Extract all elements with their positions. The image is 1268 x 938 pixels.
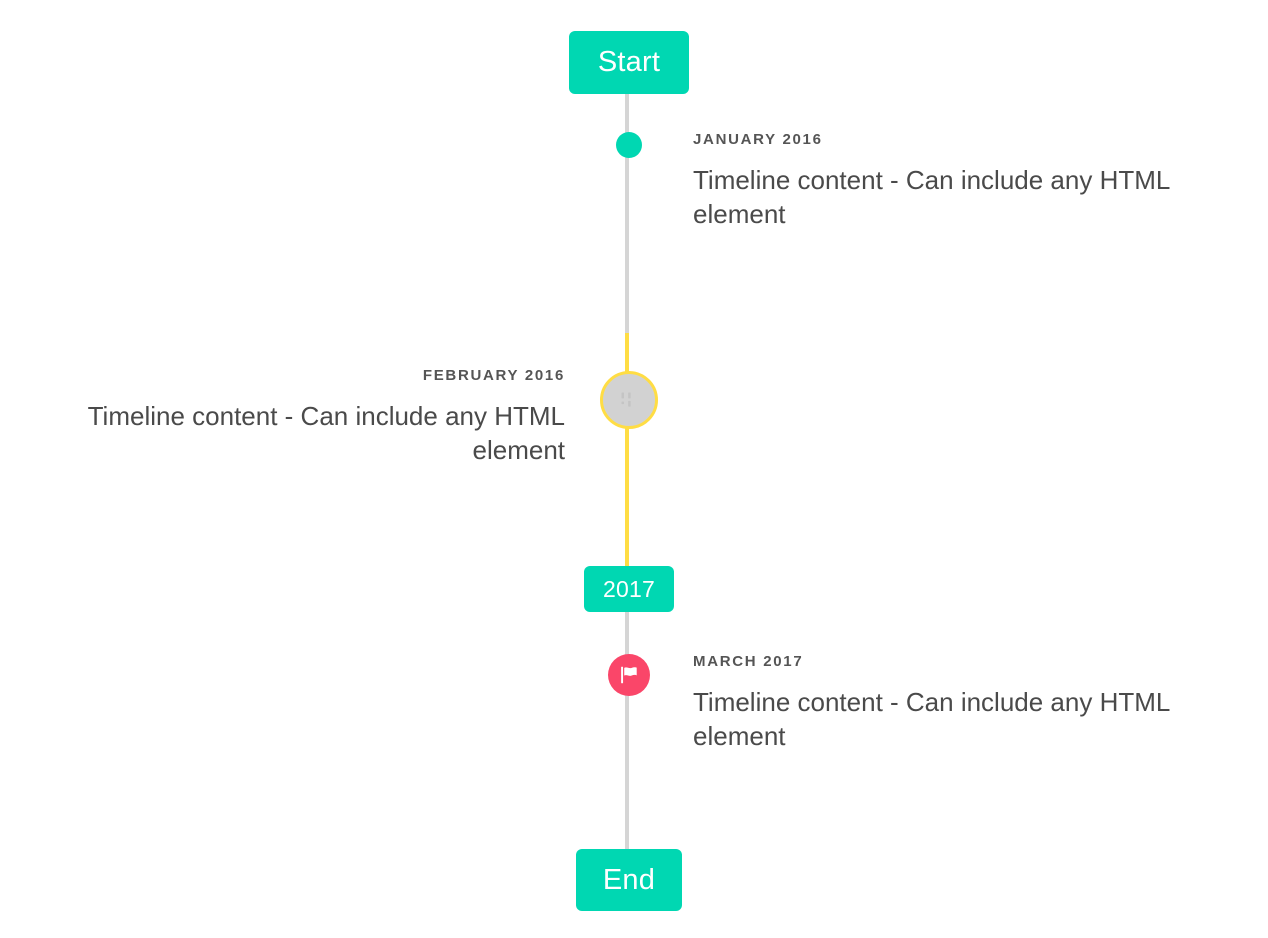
timeline-content-january-2016: JANUARY 2016 Timeline content - Can incl…	[693, 131, 1223, 232]
timeline-event-title: JANUARY 2016	[693, 131, 823, 148]
timeline-start-label: Start	[597, 46, 661, 78]
timeline-rail-segment-top	[625, 94, 629, 333]
timeline-end-badge[interactable]: End	[576, 849, 682, 911]
timeline-content-february-2016: FEBRUARY 2016 Timeline content - Can inc…	[40, 367, 565, 468]
broken-image-icon	[621, 392, 631, 407]
timeline-event-title: FEBRUARY 2016	[422, 367, 565, 384]
timeline-start-badge[interactable]: Start	[569, 31, 689, 94]
timeline-marker-flag[interactable]	[608, 654, 650, 696]
timeline-event-body: Timeline content - Can include any HTML …	[87, 400, 565, 466]
flag-icon	[621, 666, 637, 684]
timeline-content-march-2017: MARCH 2017 Timeline content - Can includ…	[693, 653, 1223, 754]
timeline-event-body: Timeline content - Can include any HTML …	[693, 686, 1170, 752]
timeline-year-divider-badge[interactable]: 2017	[584, 566, 674, 612]
timeline-rail-segment-bottom	[625, 612, 629, 849]
timeline-end-label: End	[602, 863, 656, 896]
timeline-year-divider-label: 2017	[603, 575, 655, 602]
timeline-event-title: MARCH 2017	[693, 653, 804, 670]
timeline-marker-dot[interactable]	[616, 132, 642, 158]
timeline-rail-segment-highlight	[625, 333, 629, 566]
timeline-event-body: Timeline content - Can include any HTML …	[693, 164, 1170, 230]
timeline-marker-ring[interactable]	[600, 371, 658, 429]
